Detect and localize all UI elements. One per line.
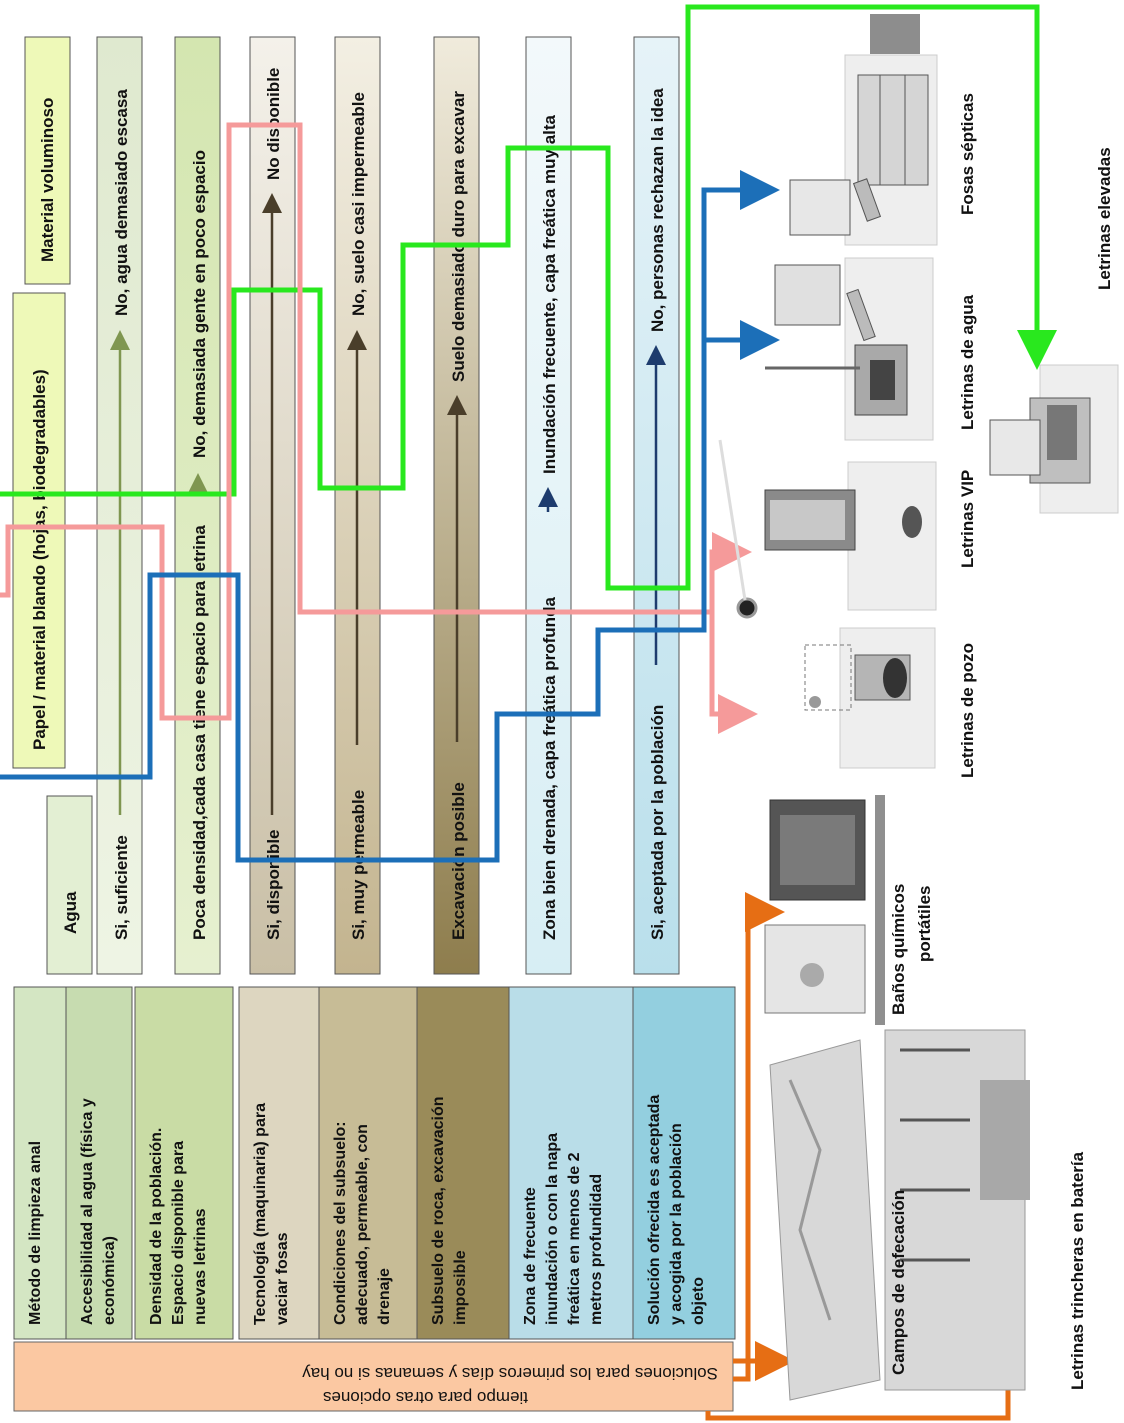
soil-bar (334, 36, 381, 975)
criterion-label-8-line-1: Solución ofrecida es aceptada (646, 1095, 663, 1325)
flood-yes: Zona bien drenada, capa freática profund… (540, 597, 559, 940)
criterion-label-4-line-2: vaciar fosas (274, 1232, 291, 1325)
blue-path (0, 170, 780, 863)
criterion-label-1-line-1: Método de limpieza anal (27, 1141, 44, 1325)
criterion-label-5-line-3: drenaje (376, 1268, 393, 1325)
defecation-field-illustration (769, 1039, 881, 1401)
vip-latrine-illustration (718, 439, 937, 619)
criterion-label-7-line-1: Zona de frecuente (522, 1187, 539, 1325)
orange-path-top (733, 892, 785, 1382)
raised-latrine-illustration (989, 364, 1119, 514)
criterion-label-6-line-2: imposible (452, 1250, 469, 1325)
portable-toilet-label-2: portátiles (915, 885, 934, 962)
criterion-label-2-line-1: Accesibilidad al agua (física y (79, 1098, 96, 1325)
rock-no: Suelo demasiado duro para excavar (449, 91, 468, 382)
trench-latrine-label: Letrinas trincheras en batería (1068, 1151, 1087, 1390)
defecation-field-label: Campos de defecación (889, 1190, 908, 1375)
criterion-label-7-line-2: inundación o con la napa (544, 1133, 561, 1325)
raised-latrine-label: Letrinas elevadas (1095, 147, 1114, 290)
criterion-box-8 (632, 986, 736, 1340)
criteria-column: Método de limpieza anal Accesibilidad al … (13, 986, 736, 1340)
density-no: No, demasiada gente en poco espacio (190, 150, 209, 458)
density-bar (174, 36, 221, 975)
pink-branch (709, 612, 758, 734)
criterion-label-3-line-1: Densidad de la población. (148, 1128, 165, 1325)
criterion-label-2-line-2: económica) (101, 1236, 118, 1325)
tech-yes: Si, disponible (264, 829, 283, 940)
criterion-label-8-line-3: objeto (690, 1277, 707, 1325)
pit-latrine-label: Letrinas de pozo (958, 643, 977, 778)
criterion-label-5-line-2: adecuado, permeable, con (354, 1124, 371, 1325)
green-path (0, 4, 1057, 591)
portable-toilet-illustration (764, 795, 885, 1025)
criterion-box-3 (134, 986, 234, 1340)
pour-flush-illustration (765, 257, 934, 441)
emergency-line-1: Soluciones para los primeros días y sema… (302, 1364, 718, 1383)
criterion-label-6-line-1: Subsuelo de roca, excavación (430, 1096, 447, 1325)
voluminoso-box (24, 36, 71, 285)
pour-flush-label: Letrinas de agua (958, 294, 977, 430)
papel-box (12, 292, 66, 769)
criterion-box-6 (416, 986, 510, 1340)
criterion-label-4-line-1: Tecnología (maquinaria) para (252, 1103, 269, 1325)
criterion-box-4 (238, 986, 320, 1340)
criterion-label-7-line-4: metros profundidad (588, 1174, 605, 1325)
criterion-box-1 (13, 986, 67, 1340)
criterion-label-5-line-1: Condiciones del subsuelo: (332, 1121, 349, 1325)
criterion-label-7-line-3: freática en menos de 2 (566, 1152, 583, 1325)
accept-yes: Si, aceptada por la población (648, 705, 667, 940)
pink-path (0, 122, 752, 721)
pit-latrine-illustration (804, 627, 936, 769)
papel-label: Papel / material blando (hojas, biodegra… (30, 369, 49, 750)
septic-tank-label: Fosas sépticas (958, 93, 977, 215)
density-yes: Poca densidad,cada casa tiene espacio pa… (190, 525, 209, 940)
criterion-box-7 (508, 986, 634, 1340)
voluminoso-label: Material voluminoso (38, 98, 57, 262)
water-no: No, agua demasiado escasa (112, 89, 131, 316)
water-yes: Si, suficiente (112, 835, 131, 940)
portable-toilet-label-1: Baños químicos (889, 884, 908, 1015)
vip-latrine-label: Letrinas VIP (958, 470, 977, 568)
emergency-line-2: tiempo para otras opciones (323, 1388, 528, 1407)
criterion-label-8-line-2: y acogida por la población (668, 1123, 685, 1325)
agua-label: Agua (61, 891, 80, 934)
criterion-box-2 (65, 986, 133, 1340)
accept-no: No, personas rechazan la idea (648, 88, 667, 332)
flood-no: Inundación frecuente, capa freática muy … (540, 114, 559, 474)
criterion-label-3-line-3: nuevas letrinas (192, 1208, 209, 1325)
septic-tank-illustration (789, 14, 938, 246)
emergency-box (13, 1341, 734, 1412)
soil-no: No, suelo casi impermeable (349, 92, 368, 316)
trench-latrine-illustration (884, 1029, 1030, 1391)
soil-yes: Si, muy permeable (349, 790, 368, 940)
criterion-label-3-line-2: Espacio disponible para (170, 1141, 187, 1325)
agua-box (46, 795, 93, 975)
criterion-box-5 (318, 986, 418, 1340)
